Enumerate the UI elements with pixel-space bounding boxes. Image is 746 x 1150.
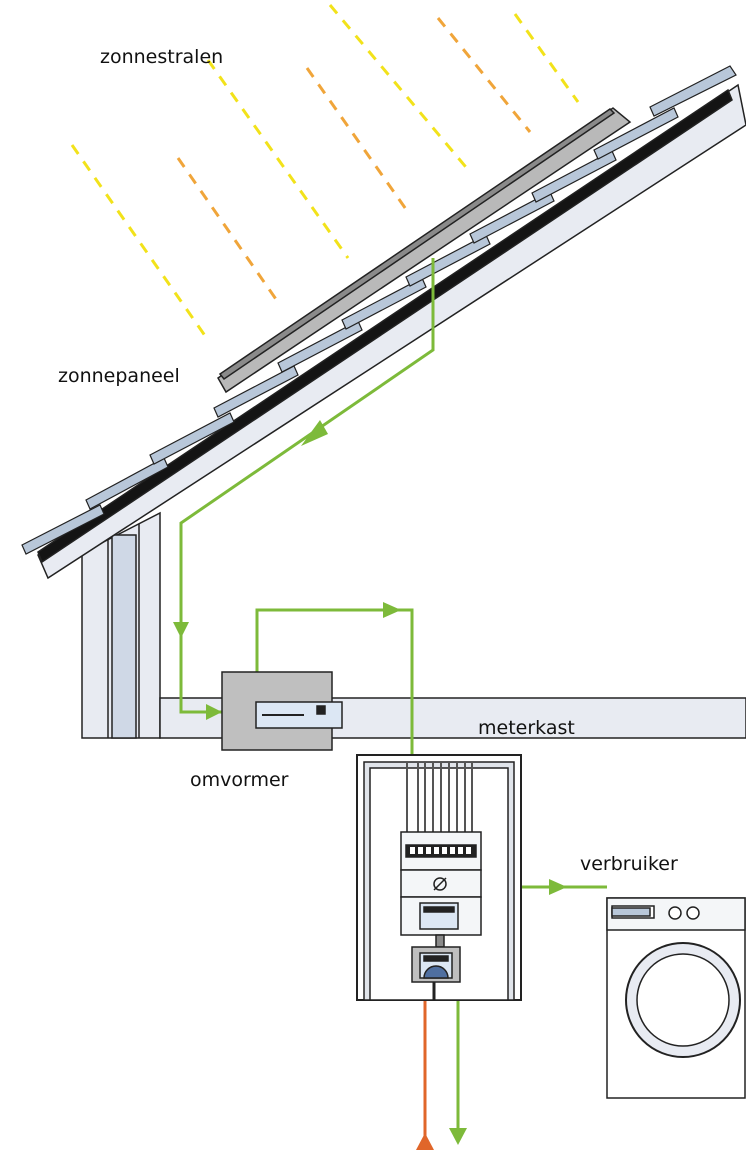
grid-import: [416, 982, 434, 1150]
meter-wires: [406, 762, 473, 832]
inverter-icon: [221, 671, 343, 751]
ray-4: [305, 67, 412, 216]
ray-2: [176, 157, 282, 306]
meter-box: [356, 754, 522, 1001]
sun-rays: [70, 4, 580, 341]
label-meter-box: meterkast: [478, 717, 575, 739]
wall-column: [111, 534, 137, 739]
roof: [37, 83, 746, 580]
arrow-right-top: [383, 602, 401, 618]
ray-6: [436, 17, 532, 133]
electricity-meter-icon: [411, 946, 461, 983]
roof-tiles: [21, 65, 737, 555]
arrow-right-consumer: [549, 879, 567, 895]
ray-5: [328, 4, 472, 173]
label-sun-rays: zonnestralen: [100, 46, 224, 68]
solar-panel: [217, 107, 632, 394]
power-arrows: [173, 420, 567, 1145]
ray-1: [70, 144, 210, 341]
arrow-right-inverter: [206, 704, 222, 720]
arrow-up-grid: [416, 1133, 434, 1150]
label-solar-panel: zonnepaneel: [58, 365, 180, 387]
panel-to-inverter-line: [179, 258, 435, 714]
ray-7: [513, 13, 580, 103]
label-consumer: verbruiker: [580, 853, 678, 875]
label-inverter: omvormer: [190, 769, 289, 791]
washing-machine-icon: [606, 897, 746, 1099]
ray-3: [206, 59, 350, 259]
arrow-down: [173, 622, 189, 638]
inverter-to-meter-line: [255, 608, 414, 840]
arrow-down-right: [301, 420, 328, 446]
arrow-down-grid: [449, 1128, 467, 1145]
